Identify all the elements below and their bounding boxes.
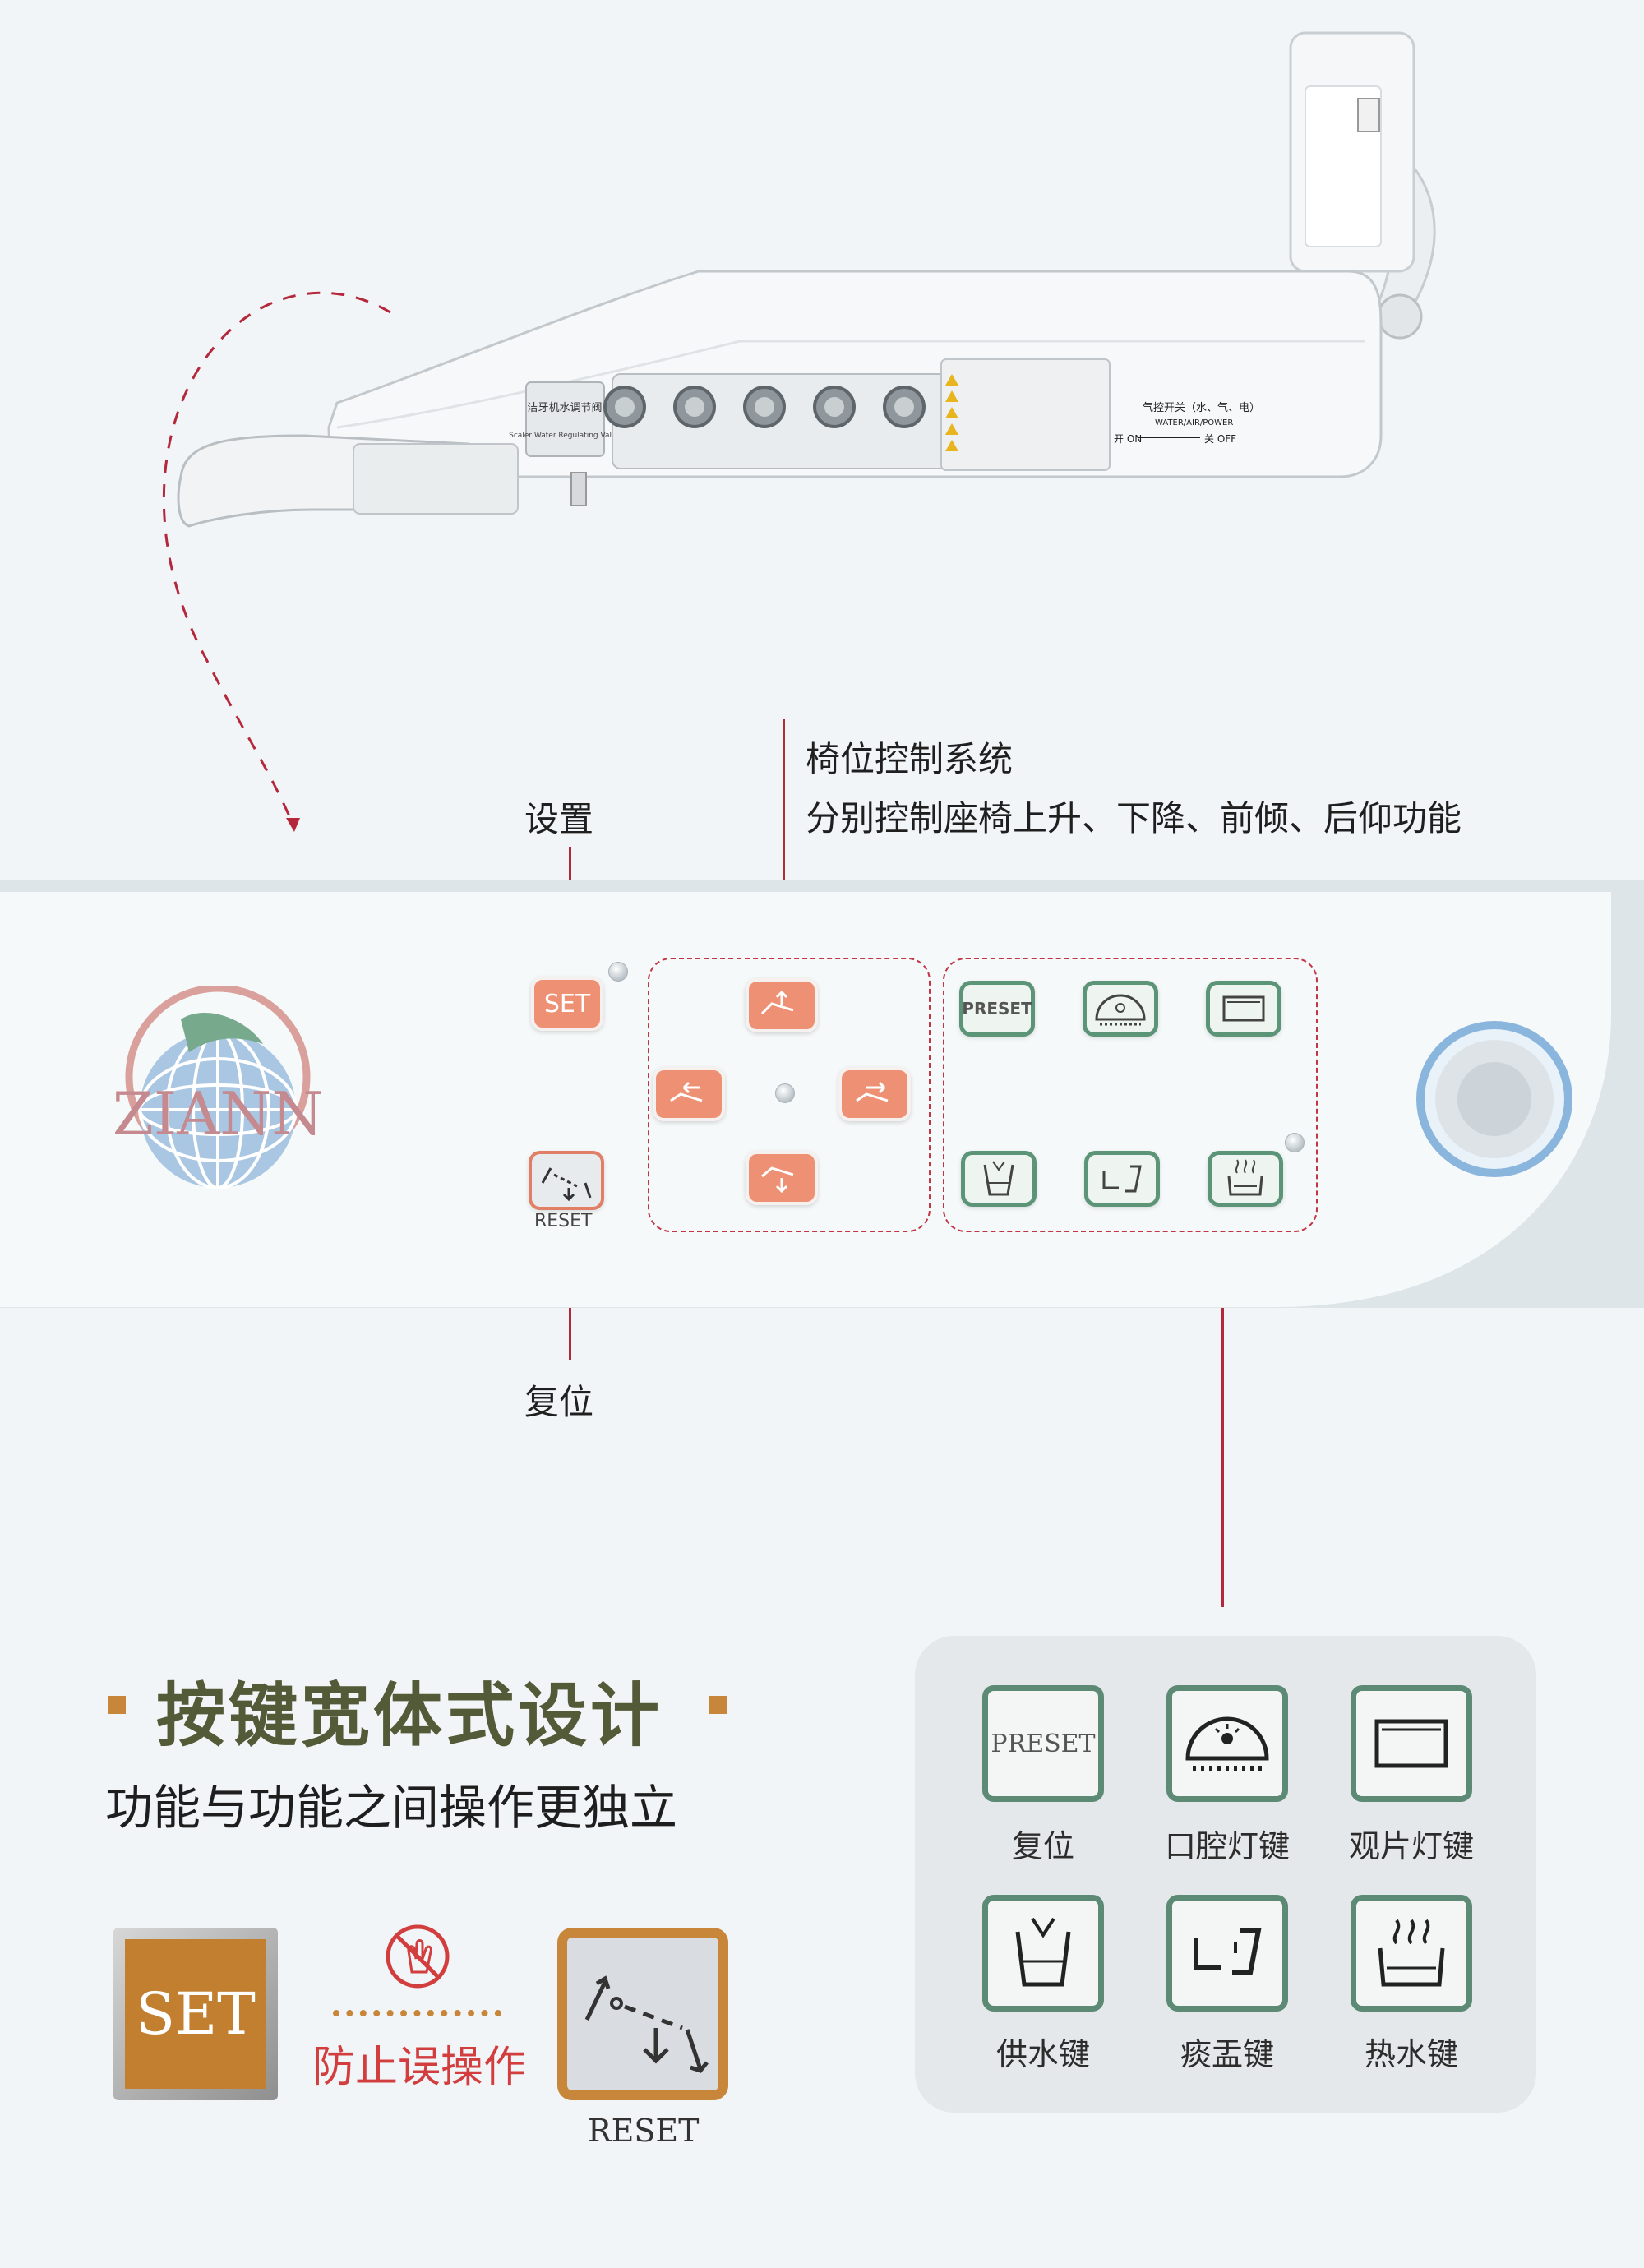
spittoon-icon [1194, 1928, 1262, 1975]
spittoon-button[interactable] [1084, 1151, 1160, 1207]
chair-forward-tilt-button[interactable] [838, 1067, 911, 1121]
cup-water-icon [1015, 1917, 1071, 1987]
chair-control-group [648, 958, 931, 1232]
spittoon-icon [1102, 1165, 1142, 1193]
valve-knobs [603, 386, 926, 428]
big-set-key: SET [113, 1928, 278, 2100]
legend-preset-text: PRESET [991, 1729, 1096, 1758]
no-touch-icon [386, 1924, 450, 1989]
scaler-valve-en-label: Scaler Water Regulating Valve [509, 432, 621, 440]
preset-button[interactable]: PRESET [959, 981, 1035, 1037]
legend-label-cup-water: 供水键 [995, 2036, 1090, 2072]
callout-reset: 复位 [524, 1382, 594, 1422]
legend-spittoon-key [1166, 1895, 1288, 2012]
oral-lamp-button[interactable] [1083, 981, 1158, 1037]
hot-water-icon [1227, 1159, 1263, 1196]
set-button[interactable]: SET [531, 977, 603, 1031]
big-reset-key [557, 1928, 728, 2100]
legend-label-hot-water: 热水键 [1364, 2036, 1458, 2072]
legend-label-reset: 复位 [1011, 1828, 1074, 1864]
legend-cup-water-key [982, 1895, 1104, 2012]
oral-lamp-icon [1095, 994, 1146, 1026]
logo-text: ZIANN [113, 1079, 323, 1148]
reset-button[interactable] [529, 1151, 604, 1210]
chair-down-button[interactable] [746, 1151, 818, 1205]
title-bullet-left [108, 1696, 126, 1714]
dental-tray-device: 洁牙机水调节阀 Scaler Water Regulating Valve 气控… [177, 31, 1436, 528]
scaler-valve-label: 洁牙机水调节阀 [527, 402, 602, 414]
reset-label: RESET [534, 1211, 593, 1231]
anti-misoperation-text: 防止误操作 [312, 2043, 527, 2092]
curved-arrow [162, 291, 391, 832]
big-set-key-label: SET [125, 1939, 266, 2089]
legend-film-viewer-key [1351, 1685, 1472, 1802]
callout-chair-desc: 分别控制座椅上升、下降、前倾、后仰功能 [806, 798, 1462, 838]
legend-label-film-viewer: 观片灯键 [1348, 1828, 1474, 1864]
legend-label-oral-lamp: 口腔灯键 [1164, 1828, 1290, 1864]
callout-chair-title: 椅位控制系统 [806, 739, 1014, 779]
title-bullet-right [709, 1696, 727, 1714]
oral-lamp-icon [1185, 1716, 1269, 1771]
key-legend-card: PRESET 复位 口腔灯键 观片灯键 供水键 痰盂键 [915, 1636, 1536, 2113]
section-title: 按键宽体式设计 [156, 1674, 663, 1756]
legend-hot-water-key [1351, 1895, 1472, 2012]
hot-water-icon [1378, 1919, 1445, 1987]
dotted-divider [333, 2010, 501, 2016]
ziann-logo: ZIANN [113, 986, 323, 1189]
switch-subtitle: WATER/AIR/POWER [1155, 418, 1233, 427]
function-key-group [943, 958, 1318, 1232]
reset-icon [541, 1167, 592, 1202]
legend-label-spittoon: 痰盂键 [1180, 2036, 1274, 2072]
chair-up-button[interactable] [746, 978, 818, 1032]
chair-down-icon [761, 1166, 794, 1194]
switch-title: 气控开关（水、气、电） [1143, 401, 1260, 414]
section-subtitle: 功能与功能之间操作更独立 [105, 1780, 678, 1836]
chair-up-icon [760, 990, 794, 1015]
chair-back-tilt-icon [670, 1081, 703, 1102]
hot-water-button[interactable] [1208, 1151, 1283, 1207]
legend-preset-key: PRESET [982, 1685, 1104, 1802]
chair-back-tilt-button[interactable] [653, 1067, 725, 1121]
big-reset-label: RESET [588, 2113, 700, 2149]
film-viewer-button[interactable] [1206, 981, 1281, 1037]
film-viewer-icon [1374, 1719, 1448, 1768]
switch-off-label: 关 OFF [1204, 433, 1236, 445]
function-indicator-led [1285, 1133, 1305, 1152]
center-led [775, 1083, 795, 1103]
big-reset-icon [584, 1975, 709, 2073]
switch-on-label: 开 ON [1114, 433, 1142, 445]
callout-set: 设置 [524, 799, 594, 839]
cup-water-button[interactable] [961, 1151, 1037, 1207]
chair-forward-tilt-icon [856, 1081, 889, 1102]
cup-water-icon [983, 1161, 1014, 1196]
legend-oral-lamp-key [1166, 1685, 1288, 1802]
set-indicator-led [608, 962, 628, 982]
film-viewer-icon [1222, 995, 1265, 1022]
